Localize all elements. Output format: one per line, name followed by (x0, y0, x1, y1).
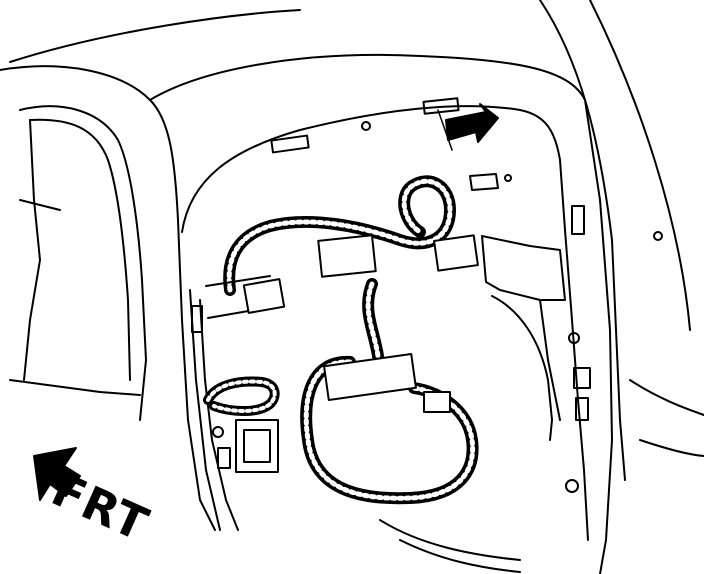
view-direction-arrow-icon (437, 103, 499, 151)
connector-lower-main (323, 353, 417, 401)
right-bracket (481, 235, 566, 441)
connector-center (317, 234, 377, 278)
connector-left (242, 278, 286, 314)
connectors (235, 173, 512, 473)
left-pillar-outline (9, 105, 147, 421)
connector-lower-small (423, 391, 451, 413)
connector-right (433, 234, 479, 272)
cavity-outline (181, 105, 589, 541)
panel-slots (191, 97, 663, 493)
front-direction-arrow-icon (33, 447, 81, 501)
